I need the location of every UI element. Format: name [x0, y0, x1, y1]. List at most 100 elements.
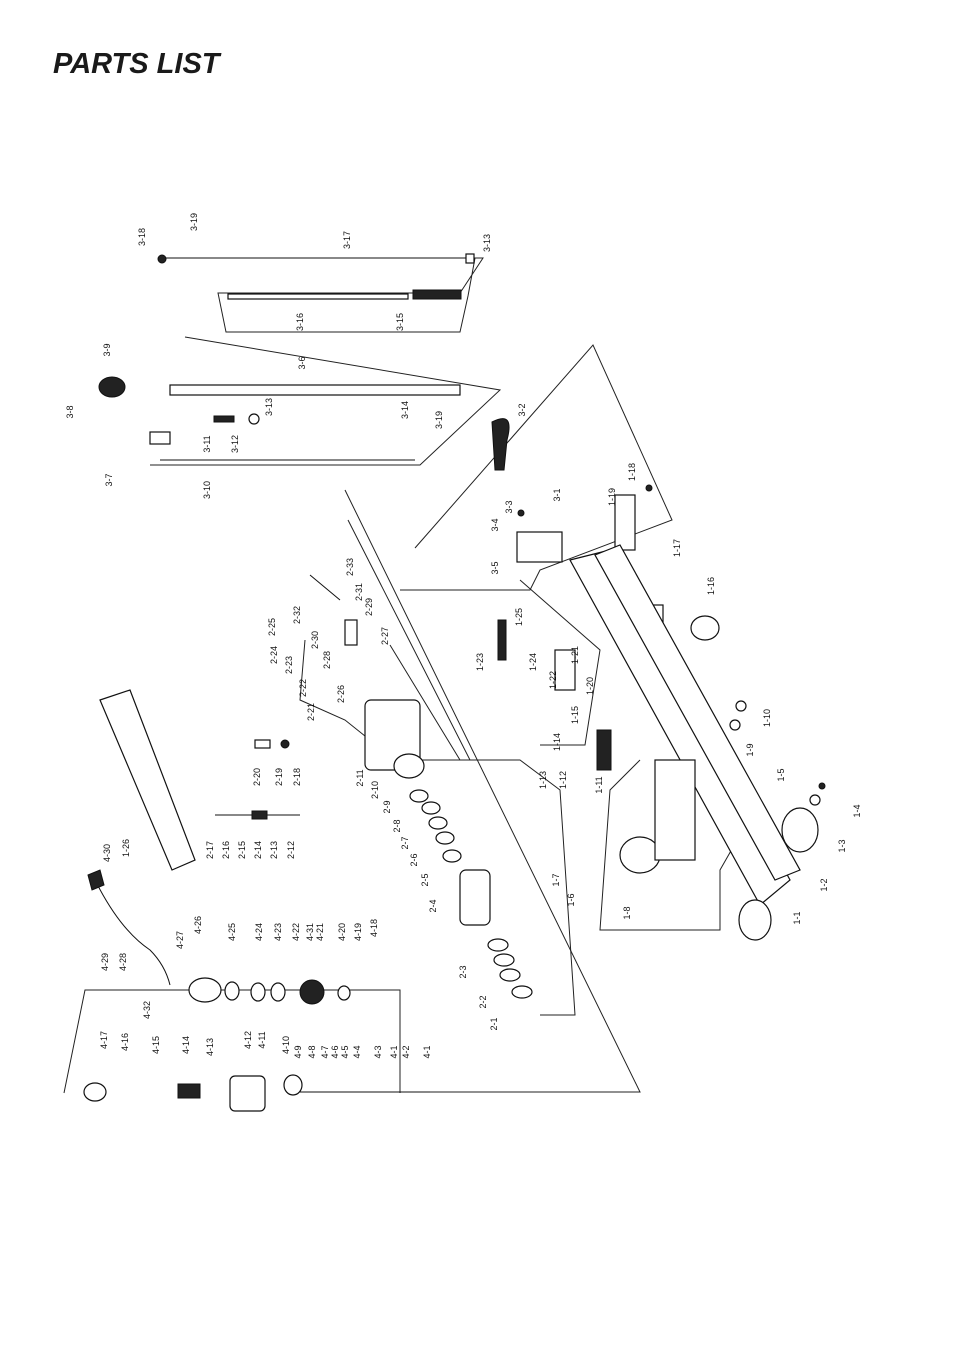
callout-label: 4-20	[337, 923, 347, 941]
callout-label: 2-25	[267, 618, 277, 636]
callout-label: 2-9	[382, 800, 392, 813]
callout-label: 2-17	[205, 841, 215, 859]
cap-4-17	[83, 1082, 107, 1102]
hose-4-30	[94, 879, 171, 986]
callout-label: 3-1	[552, 488, 562, 501]
callout-label: 1-25	[514, 608, 524, 626]
coupler-4-30	[87, 869, 105, 891]
callout-label: 3-8	[65, 405, 75, 418]
callout-label: 1-7	[551, 873, 561, 886]
pump-body-2-10	[364, 699, 421, 771]
pin-1-19	[614, 494, 636, 551]
callout-label: 3-13	[482, 234, 492, 252]
callout-label: 4-28	[118, 953, 128, 971]
callout-label: 2-5	[420, 873, 430, 886]
callout-label: 2-15	[237, 841, 247, 859]
callout-label: 4-2	[401, 1045, 411, 1058]
callout-label: 3-16	[295, 313, 305, 331]
cap-1-4	[818, 782, 826, 790]
callout-label: 4-21	[315, 923, 325, 941]
spring-1-11	[596, 729, 612, 771]
nut-3-3	[517, 509, 525, 517]
chassis	[497, 544, 826, 941]
callout-label: 3-10	[202, 481, 212, 499]
spring-4-14	[177, 1083, 201, 1099]
cover-4-26	[188, 977, 222, 1003]
callout-label: 4-10	[281, 1036, 291, 1054]
callout-label: 4-27	[175, 931, 185, 949]
callout-label: 1-6	[566, 893, 576, 906]
callout-label: 4-19	[353, 923, 363, 941]
callout-label: 3-15	[395, 313, 405, 331]
callout-label: 2-10	[370, 781, 380, 799]
handle-frame	[150, 336, 502, 466]
release-frame	[519, 579, 601, 746]
callout-label: 2-20	[252, 768, 262, 786]
front-wheel-1-2	[781, 807, 819, 853]
cylinder-frame	[389, 644, 576, 1016]
callout-label: 4-26	[193, 916, 203, 934]
ring-4-20	[337, 985, 351, 1001]
callout-label: 3-11	[202, 435, 212, 452]
ring-2-7	[428, 816, 448, 830]
callout-label: 1-9	[745, 743, 755, 756]
base-frame	[599, 759, 761, 931]
callout-label: 4-32	[142, 1001, 152, 1019]
piston-2-28	[344, 619, 358, 646]
callout-label: 2-14	[253, 841, 263, 859]
callout-label: 4-7	[320, 1045, 330, 1058]
ring-4-25	[224, 981, 240, 1001]
callout-label: 4-1	[389, 1045, 399, 1058]
ring-2-3a	[487, 938, 509, 952]
callout-label: 2-6	[409, 853, 419, 866]
callout-label: 3-14	[400, 401, 410, 419]
bracket-3-1	[516, 531, 563, 563]
callout-label: 3-3	[504, 500, 514, 513]
cylinder-2-4	[459, 869, 491, 926]
callout-label: 4-3	[373, 1045, 383, 1058]
handle-tube-3-6	[169, 384, 461, 396]
callout-label: 3-9	[102, 343, 112, 356]
callout-label: 3-6	[297, 356, 307, 369]
callout-label: 1-23	[475, 653, 485, 671]
callout-label: 1-16	[706, 577, 716, 595]
callout-label: 1-10	[762, 709, 772, 727]
callout-label: 1-26	[121, 839, 131, 857]
callout-label: 3-17	[342, 231, 352, 249]
callout-label: 1-4	[852, 804, 862, 817]
nut-3-13	[465, 253, 475, 264]
callout-label: 3-18	[137, 228, 147, 246]
callout-label: 4-15	[151, 1036, 161, 1054]
wheel-1-16	[690, 615, 720, 641]
callout-label: 2-12	[286, 841, 296, 859]
callout-label: 1-17	[672, 539, 682, 557]
piston-4-21	[299, 979, 325, 1005]
ring-2-9	[409, 789, 429, 803]
callout-label: 4-24	[254, 923, 264, 941]
callout-label: 2-2	[478, 995, 488, 1008]
callout-label: 1-20	[585, 677, 595, 695]
grip-3-8	[98, 376, 126, 398]
callout-label: 4-12	[243, 1031, 253, 1049]
callout-label: 2-19	[274, 768, 284, 786]
callout-label: 4-11	[257, 1031, 267, 1048]
callout-label: 2-18	[292, 768, 302, 786]
rod-2-33	[309, 574, 341, 601]
callout-label: 2-21	[306, 703, 316, 721]
washer-1-9	[729, 719, 741, 731]
callout-label: 1-14	[552, 733, 562, 751]
callout-label: 2-30	[310, 631, 320, 649]
callout-label: 4-25	[227, 923, 237, 941]
callout-label: 1-24	[528, 653, 538, 671]
callout-label: 2-22	[298, 679, 308, 697]
callout-label: 4-18	[369, 919, 379, 937]
callout-label: 2-26	[336, 685, 346, 703]
spring-3-11	[213, 415, 235, 423]
valve-assembly	[83, 869, 430, 1112]
callout-label: 2-29	[364, 598, 374, 616]
callout-label: 3-2	[517, 403, 527, 416]
callout-label: 3-5	[490, 561, 500, 574]
callout-label: 2-33	[345, 558, 355, 576]
callout-label: 2-23	[284, 656, 294, 674]
pin-1-18	[645, 484, 653, 492]
